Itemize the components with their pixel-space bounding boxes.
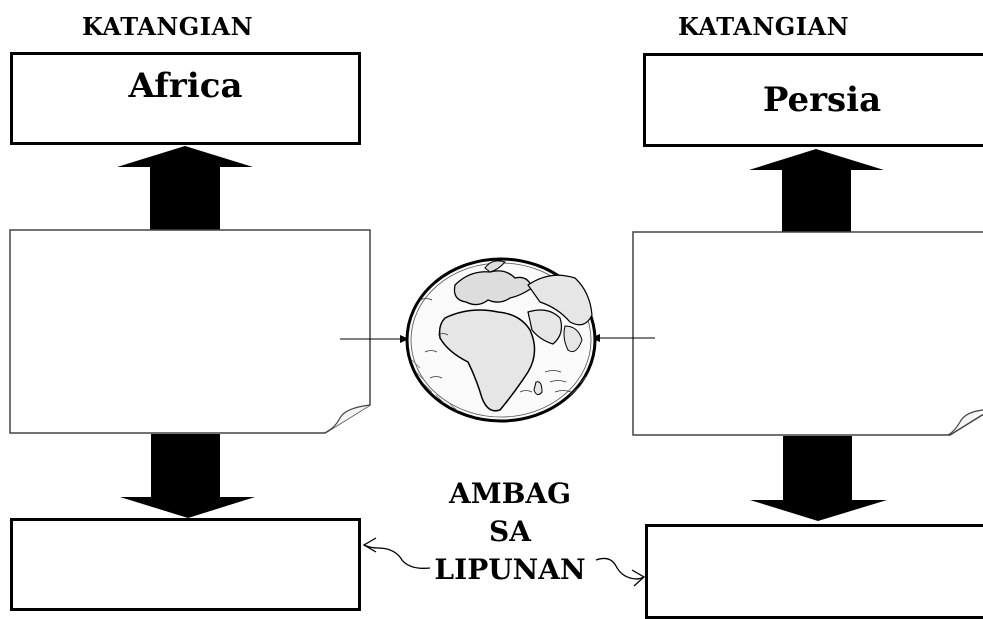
- center-label-line1: AMBAG: [448, 477, 572, 510]
- right-note-paper[interactable]: [632, 231, 983, 436]
- left-top-box-label: Africa: [128, 65, 243, 106]
- right-bottom-box[interactable]: [645, 524, 983, 619]
- center-label: AMBAG SA LIPUNAN: [420, 475, 600, 589]
- down-arrow-icon: [120, 434, 255, 518]
- left-bottom-box[interactable]: [10, 518, 361, 611]
- right-top-box-label: Persia: [762, 80, 882, 120]
- left-note-paper[interactable]: [9, 229, 371, 434]
- center-label-line2: SA: [489, 515, 531, 548]
- up-arrow-icon: [749, 149, 884, 232]
- globe-icon: [405, 257, 597, 423]
- up-arrow-icon: [117, 146, 253, 230]
- left-connector-arrow: [340, 335, 409, 343]
- curly-arrow-icon: [362, 537, 431, 569]
- right-top-box[interactable]: Persia: [643, 53, 983, 147]
- left-top-box[interactable]: Africa: [10, 52, 361, 145]
- left-header: KATANGIAN: [82, 12, 254, 41]
- curly-arrow-icon: [595, 557, 646, 587]
- center-label-line3: LIPUNAN: [434, 553, 586, 586]
- down-arrow-icon: [750, 436, 887, 521]
- right-header: KATANGIAN: [678, 12, 850, 41]
